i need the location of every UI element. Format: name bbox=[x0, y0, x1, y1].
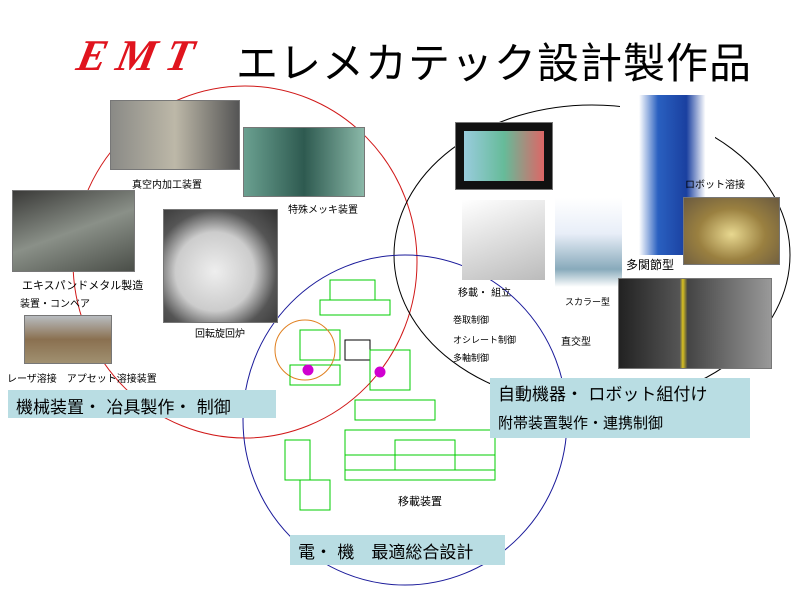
label-transfer-device: 移載装置 bbox=[398, 495, 442, 508]
automation-caption-line1: 自動機器・ ロボット組付け bbox=[498, 385, 708, 405]
label-expanded-metal: エキスパンドメタル製造 bbox=[22, 279, 144, 292]
weld-part-photo bbox=[683, 197, 780, 265]
label-conveyor: 装置・コンベア bbox=[20, 299, 90, 310]
label-robot-weld: ロボット溶接 bbox=[685, 180, 745, 191]
cartesian-robot-photo bbox=[618, 278, 772, 369]
laser-weld-photo bbox=[24, 315, 112, 364]
expanded-metal-photo bbox=[12, 190, 135, 272]
label-articulated: 多関節型 bbox=[626, 258, 675, 272]
label-rotary-furnace: 回転旋回炉 bbox=[195, 329, 245, 340]
plating-machine-photo bbox=[243, 127, 365, 197]
mechanical-caption: 機械装置・ 冶具製作・ 制御 bbox=[8, 390, 276, 418]
emt-logo: EMT bbox=[72, 31, 209, 80]
label-vacuum: 真空内加工装置 bbox=[132, 180, 202, 191]
automation-caption-line2: 附帯装置製作・連携制御 bbox=[498, 414, 664, 432]
transfer-assembly-photo bbox=[462, 200, 545, 280]
scara-robot-photo bbox=[555, 198, 622, 287]
cad-drawing bbox=[274, 279, 496, 511]
vacuum-machine-photo bbox=[110, 100, 240, 170]
label-scara: スカラー型 bbox=[565, 298, 611, 308]
label-oscillate-control: オシレート制御 bbox=[453, 336, 517, 346]
label-plating: 特殊メッキ装置 bbox=[288, 205, 358, 216]
automation-caption: 自動機器・ ロボット組付け 附帯装置製作・連携制御 bbox=[490, 378, 750, 438]
design-caption: 電・ 機 最適総合設計 bbox=[290, 535, 505, 565]
label-laser-weld: レーザ溶接 アプセット溶接装置 bbox=[7, 374, 157, 385]
label-transfer-assembly: 移載・ 組立 bbox=[458, 288, 512, 299]
page-title: エレメカテック設計製作品 bbox=[236, 39, 753, 88]
touch-panel-photo bbox=[455, 122, 553, 190]
label-cartesian: 直交型 bbox=[561, 337, 591, 348]
label-winding-control: 巻取制御 bbox=[453, 316, 490, 326]
label-multiaxis-control: 多軸制御 bbox=[453, 354, 490, 364]
rotary-furnace-photo bbox=[163, 209, 278, 323]
